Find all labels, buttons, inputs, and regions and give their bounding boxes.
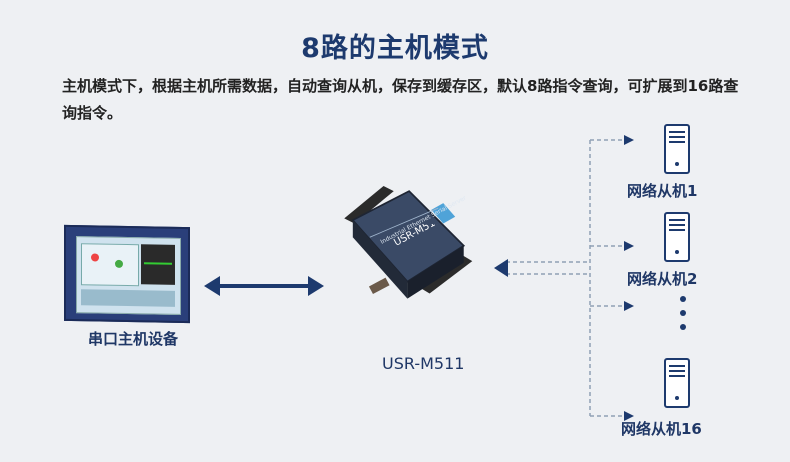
ellipsis-dot <box>680 324 686 330</box>
device-label: USR-M511 <box>382 354 465 373</box>
slave-label-16: 网络从机16 <box>621 420 702 438</box>
server-icon <box>664 358 690 408</box>
server-icon <box>664 212 690 262</box>
usr-m511-device-image: Industrial Ethernet Serial Server <box>344 186 473 299</box>
server-icon <box>664 124 690 174</box>
bidirectional-arrow <box>204 276 324 296</box>
ellipsis-dot <box>680 310 686 316</box>
network-dashed-lines <box>506 139 624 417</box>
host-label: 串口主机设备 <box>88 330 179 348</box>
description-text: 主机模式下，根据主机所需数据，自动查询从机，保存到缓存区，默认8路指令查询，可扩… <box>62 77 739 122</box>
ellipsis-dot <box>680 296 686 302</box>
page-title: 8路的主机模式 <box>301 33 489 64</box>
device-model-text-layer: USR-M511 <box>392 224 443 249</box>
slave-label-2: 网络从机2 <box>627 270 698 288</box>
slave-label-1: 网络从机1 <box>627 182 698 200</box>
arrowheads <box>494 135 634 421</box>
device-model-text: USR-M511 <box>392 224 443 249</box>
